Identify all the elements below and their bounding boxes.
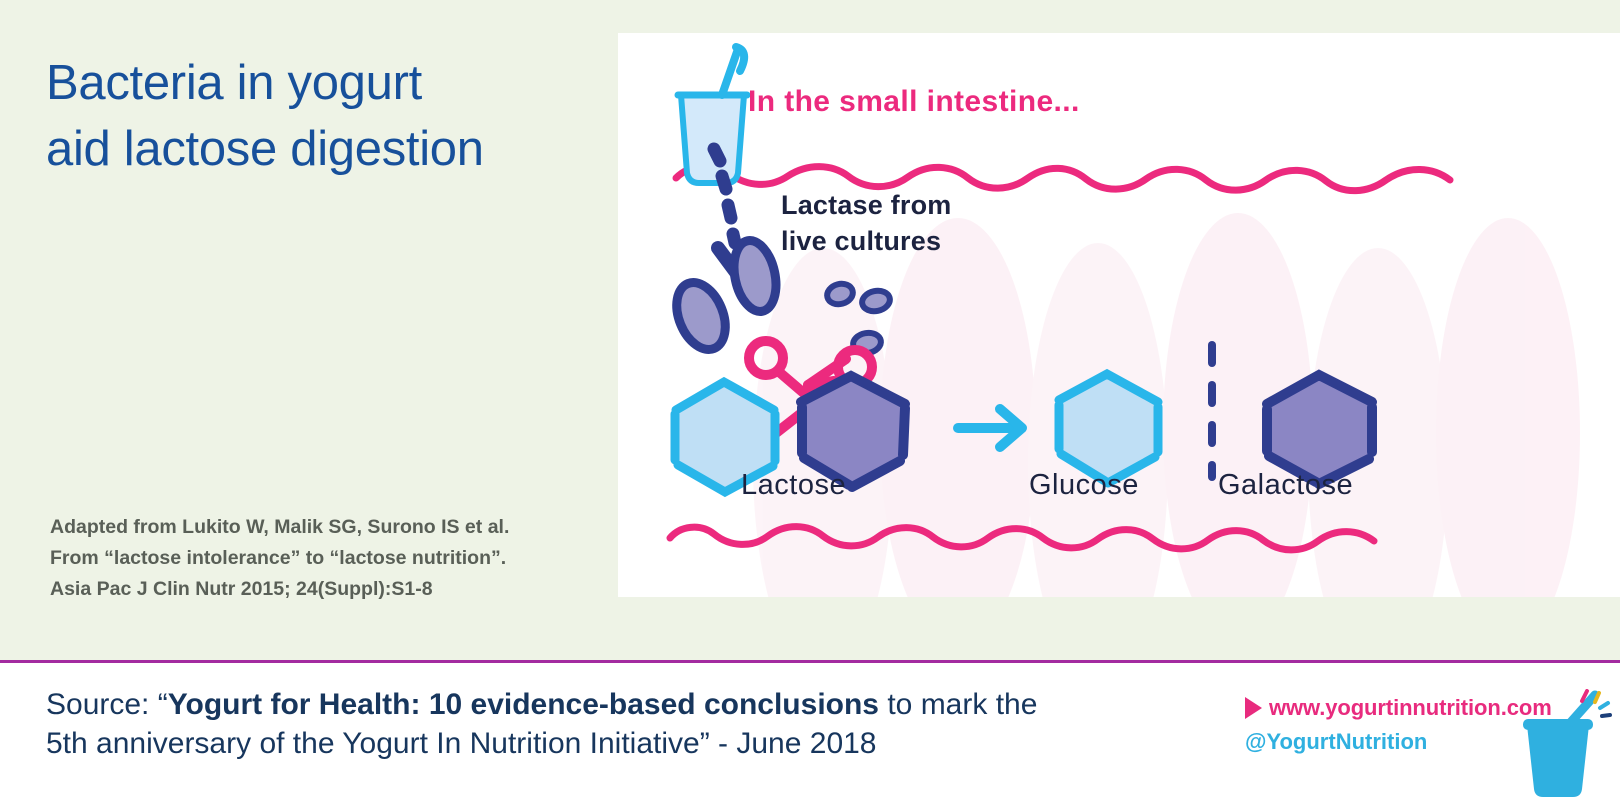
citation-block: Adapted from Lukito W, Malik SG, Surono … [50, 512, 610, 604]
yogurt-cup-icon [674, 43, 751, 186]
illustration-graphic [666, 43, 1580, 597]
intestine-wall-top [672, 162, 1454, 195]
molecule-glucose [1054, 368, 1163, 488]
source-line-2: 5th anniversary of the Yogurt In Nutriti… [46, 727, 877, 760]
bacteria-dots-icon [824, 280, 893, 357]
molecule-galactose [1262, 369, 1377, 489]
arrow-right-icon [953, 404, 1027, 452]
website-link[interactable]: www.yogurtinnutrition.com [1245, 695, 1552, 721]
slide-body: Bacteria in yogurt aid lactose digestion… [46, 0, 1620, 662]
bacteria-rod-icon [672, 236, 781, 354]
page-title-line-1: Bacteria in yogurt [46, 56, 422, 110]
branding-block: www.yogurtinnutrition.com @YogurtNutriti… [1245, 677, 1620, 810]
page-title-line-2: aid lactose digestion [46, 122, 484, 177]
website-url-label: www.yogurtinnutrition.com [1269, 695, 1552, 720]
source-prefix: Source: “ [46, 688, 168, 721]
citation-line-1: Adapted from Lukito W, Malik SG, Surono … [50, 516, 510, 538]
left-column: Bacteria in yogurt aid lactose digestion… [46, 0, 606, 662]
yogurt-cup-logo-icon [1523, 689, 1612, 797]
social-handle-link[interactable]: @YogurtNutrition [1245, 729, 1428, 754]
source-citation: Source: “Yogurt for Health: 10 evidence-… [46, 685, 1166, 763]
molecule-lactose-galactose [796, 370, 910, 492]
illustration-panel: In the small intestine... Lactase from l… [618, 33, 1620, 597]
play-triangle-icon [1245, 697, 1262, 719]
footer-divider [0, 660, 1620, 663]
dashed-arrow-icon [707, 142, 742, 250]
intestine-wall-bottom [666, 523, 1378, 554]
source-line-1: Source: “Yogurt for Health: 10 evidence-… [46, 685, 1166, 724]
source-title-bold: Yogurt for Health: 10 evidence-based con… [167, 688, 879, 721]
citation-line-3: Asia Pac J Clin Nutr 2015; 24(Suppl):S1-… [50, 577, 433, 600]
footer: Source: “Yogurt for Health: 10 evidence-… [0, 663, 1620, 810]
molecule-lactose-glucose [670, 376, 780, 498]
villi-background [753, 213, 1580, 597]
citation-line-2: From “lactose intolerance” to “lactose n… [50, 546, 507, 569]
source-mid: to mark the [879, 688, 1038, 721]
page-title: Bacteria in yogurt aid lactose digestion [46, 50, 606, 182]
